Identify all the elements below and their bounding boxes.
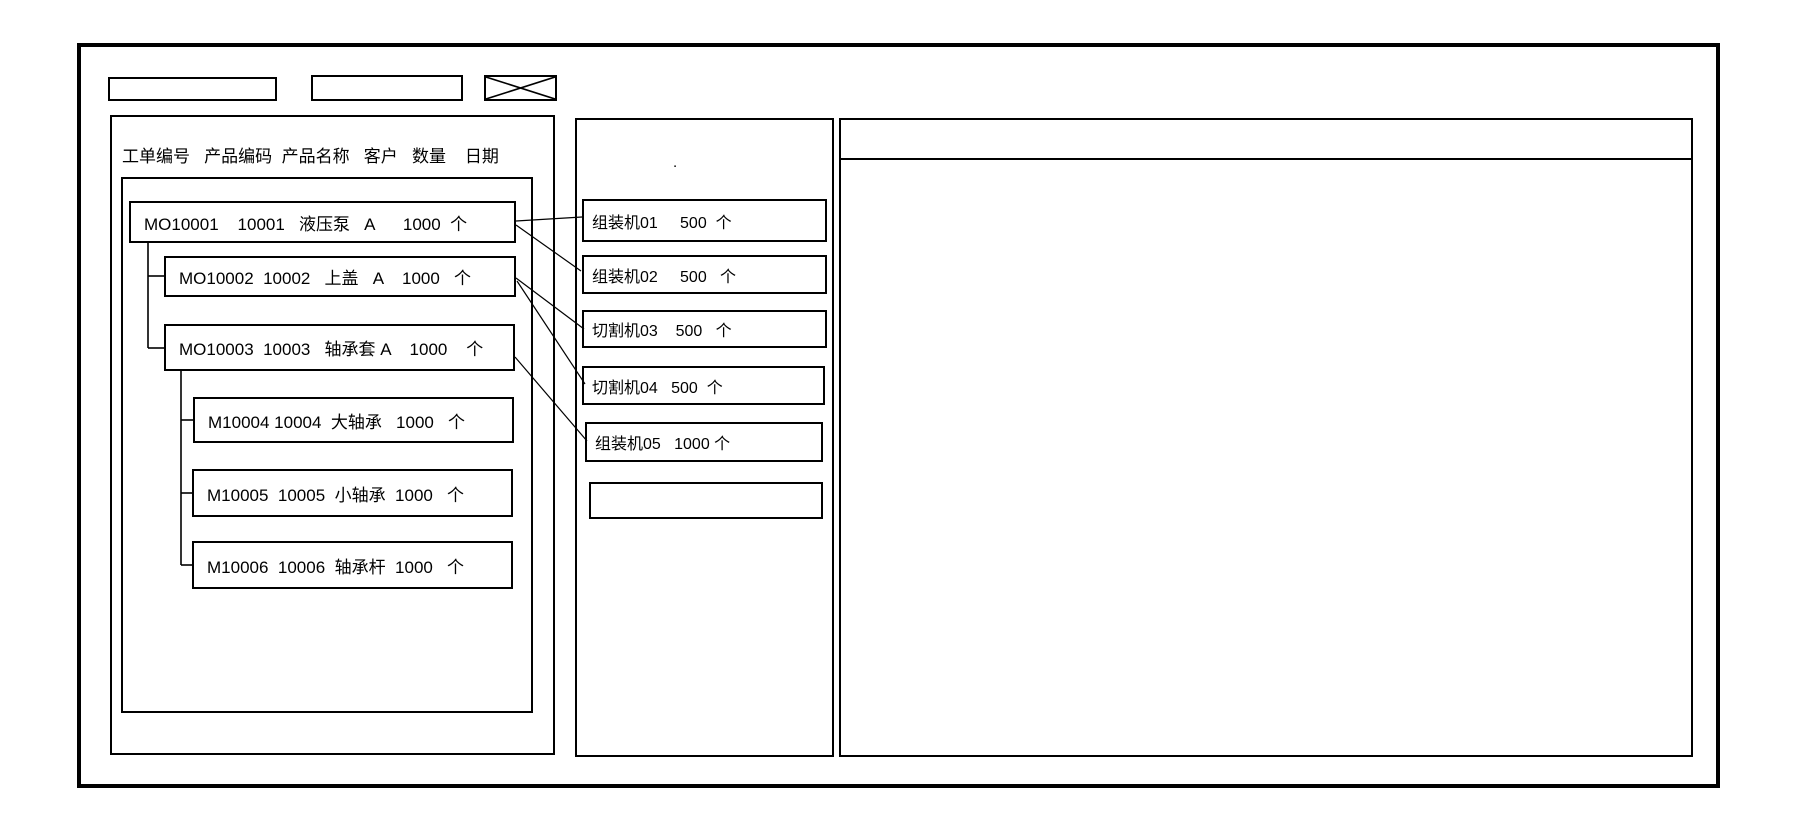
order-node-m10004[interactable]: M10004 10004 大轴承 1000 个 [193,397,514,443]
order-node-m10005[interactable]: M10005 10005 小轴承 1000 个 [192,469,513,517]
order-node-mo10001[interactable]: MO10001 10001 液压泵 A 1000 个 [129,201,516,243]
machine-label: 组装机01 500 个 [592,214,732,232]
close-x-icon [486,77,555,99]
order-node-label: MO10001 10001 液压泵 A 1000 个 [144,214,468,234]
machine-box-04[interactable]: 切割机04 500 个 [582,366,825,405]
detail-panel-header-divider [841,158,1691,160]
machine-box-05[interactable]: 组装机05 1000 个 [585,422,823,462]
work-order-column-headers: 工单编号 产品编码 产品名称 客户 数量 日期 [122,147,499,166]
machine-box-01[interactable]: 组装机01 500 个 [582,199,827,242]
stray-dot-mark: . [673,154,678,171]
machine-label: 组装机05 1000 个 [595,436,731,453]
order-node-label: M10004 10004 大轴承 1000 个 [208,412,466,432]
order-node-label: M10006 10006 轴承杆 1000 个 [207,557,465,577]
toolbar-input-1[interactable] [108,77,277,101]
toolbar-input-2[interactable] [311,75,463,101]
machine-box-03[interactable]: 切割机03 500 个 [582,310,827,348]
order-node-m10006[interactable]: M10006 10006 轴承杆 1000 个 [192,541,513,589]
machine-box-02[interactable]: 组装机02 500 个 [582,255,827,294]
close-box-button[interactable] [484,75,557,101]
order-node-label: M10005 10005 小轴承 1000 个 [207,485,465,505]
order-node-label: MO10002 10002 上盖 A 1000 个 [179,269,471,288]
machine-slot-empty[interactable] [589,482,823,519]
detail-panel [839,118,1693,757]
machine-label: 切割机04 500 个 [592,379,723,397]
machine-label: 组装机02 500 个 [592,268,737,286]
order-node-mo10002[interactable]: MO10002 10002 上盖 A 1000 个 [164,256,516,297]
order-node-label: MO10003 10003 轴承套 A 1000 个 [179,340,484,359]
order-node-mo10003[interactable]: MO10003 10003 轴承套 A 1000 个 [164,324,515,371]
machine-label: 切割机03 500 个 [592,323,732,340]
